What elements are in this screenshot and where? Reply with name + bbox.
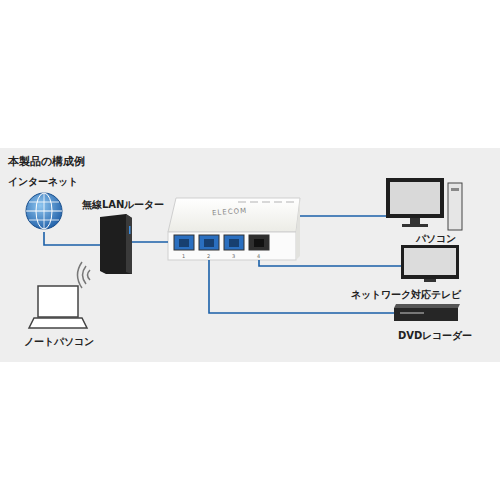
monitor-frame [386,178,444,218]
port-hole [204,239,214,247]
wifi-arc [88,270,91,280]
globe-body [26,193,62,229]
dvd-front [394,308,458,321]
device-node: インターネット [24,192,64,232]
brand-mark: ELECOM [212,205,248,219]
switch-led [286,201,294,203]
port-connector [224,235,244,250]
port-connector [249,235,269,250]
switch-top [168,198,300,232]
port-connector [199,235,219,250]
globe-axis [44,193,45,229]
router-side [126,214,132,274]
tv-stand [424,279,436,282]
pc-drive [451,188,459,191]
switch-led [262,201,270,203]
port-number: 4 [257,253,260,259]
router-led [129,226,131,234]
diagram-title: 本製品の構成例 [8,154,85,169]
device-node: ネットワーク対応テレビ [401,244,459,284]
laptop-base [29,318,87,328]
monitor-neck [410,218,420,224]
laptop-icon [29,286,87,328]
switch-led [238,201,246,203]
network-cable [300,215,386,217]
pc-icon [386,178,462,230]
network-cable [44,232,100,245]
router-icon [100,214,132,274]
dvd-tray [400,312,424,314]
router-body [100,214,132,274]
laptop-screen [38,286,78,317]
switch-led [274,201,282,203]
wifi-symbol [78,262,91,288]
background-band [0,148,500,362]
port-number: 3 [232,253,235,259]
device-node: 無線LANルーター [100,214,132,274]
device-label: パソコン [416,233,456,245]
device-label: DVDレコーダー [398,330,472,342]
network-cable [259,260,401,266]
port-number: 2 [207,253,210,259]
device-node: ノートパソコン [30,285,88,329]
switch-front [168,232,296,260]
device-node: ELECOM [168,198,300,260]
wifi-arc [78,262,83,288]
monitor-base [402,224,428,227]
monitor-screen [390,182,440,214]
device-node: DVDレコーダー [394,304,458,322]
port-connector [174,235,194,250]
globe-icon [26,193,62,229]
device-label: 無線LANルーター [82,199,164,211]
dvd-icon [394,304,460,321]
tv-icon [401,245,459,282]
switch-led [250,201,258,203]
device-label: インターネット [8,176,78,188]
network-cable [209,260,394,313]
dvd-top [394,304,460,308]
switch-icon [168,198,300,260]
wifi-arc [83,266,87,284]
tv-frame [401,245,459,279]
pc-tower [448,183,462,230]
network-cable [132,241,168,243]
switch-side [296,198,300,260]
tv-screen [404,248,456,275]
port-number: 1 [182,253,185,259]
device-label: ノートパソコン [24,336,94,348]
port-hole [254,239,264,247]
device-node: パソコン [386,176,464,232]
port-hole [179,239,189,247]
port-hole [229,239,239,247]
device-label: ネットワーク対応テレビ [351,289,461,301]
